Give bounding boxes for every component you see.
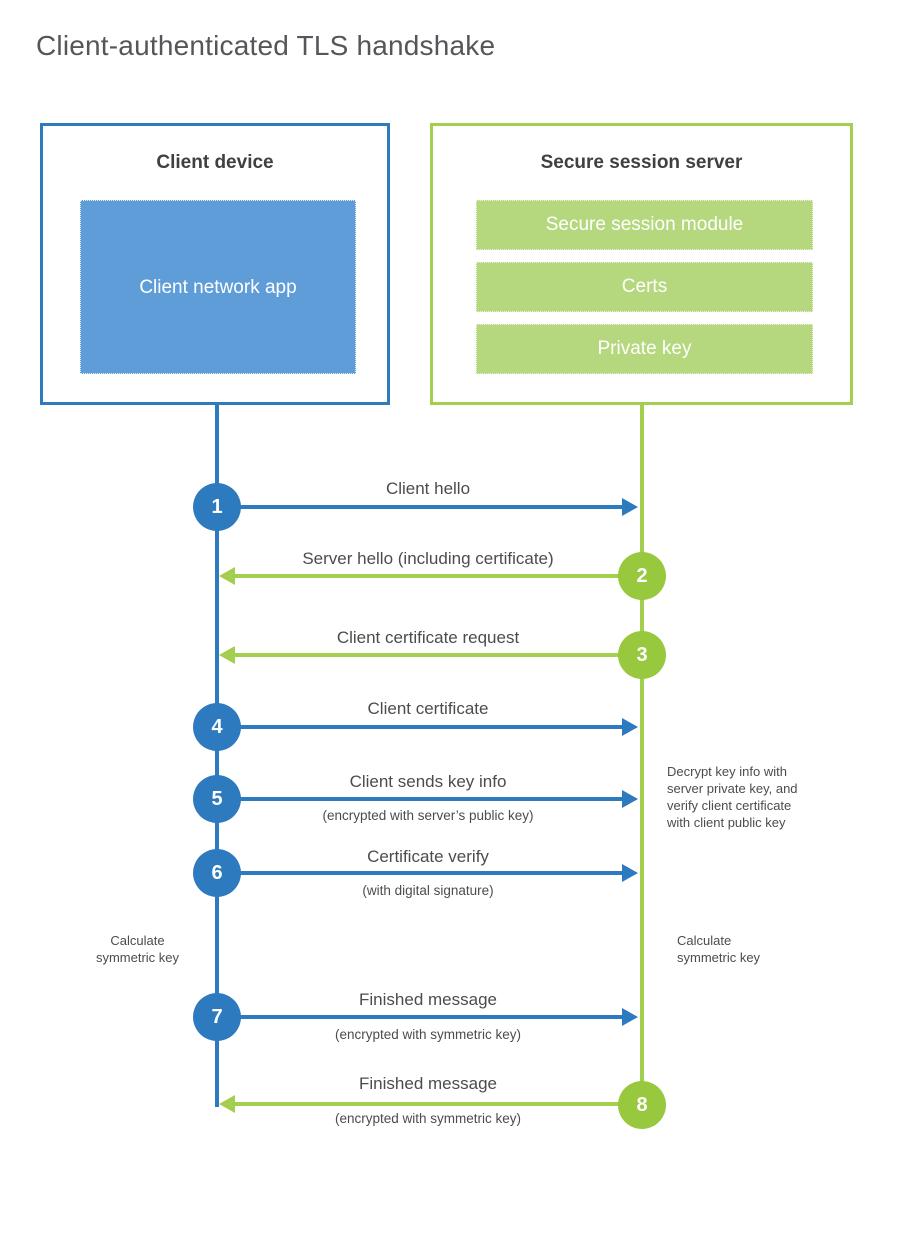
step-8-arrowhead-icon: [219, 1095, 235, 1113]
secure-session-server-title: Secure session server: [540, 152, 743, 173]
step-2-badge: 2: [618, 552, 666, 600]
secure-session-module-label: Secure session module: [545, 214, 744, 235]
step-2-arrow: [232, 574, 642, 578]
certs-label: Certs: [621, 276, 668, 297]
step-3-arrowhead-icon: [219, 646, 235, 664]
step-1-arrow: [217, 505, 624, 509]
step-7-sublabel: (encrypted with symmetric key): [334, 1027, 522, 1042]
step-6-number: 6: [211, 861, 223, 884]
step-8-sublabel: (encrypted with symmetric key): [334, 1111, 522, 1126]
step-4-arrowhead-icon: [622, 718, 638, 736]
page-title: Client-authenticated TLS handshake: [36, 30, 496, 61]
calculate-symmetric-key-right: Calculate symmetric key: [677, 933, 761, 965]
step-3-badge: 3: [618, 631, 666, 679]
step-3-label: Client certificate request: [336, 628, 520, 647]
step-5-sublabel: (encrypted with server’s public key): [322, 808, 534, 823]
step-4-arrow: [217, 725, 624, 729]
step-7-badge: 7: [193, 993, 241, 1041]
client-lifeline: [215, 405, 219, 1107]
step-6-sublabel: (with digital signature): [362, 883, 494, 898]
step-7-number: 7: [211, 1005, 223, 1028]
step-5-label: Client sends key info: [349, 772, 507, 791]
step-5-badge: 5: [193, 775, 241, 823]
step-5-arrowhead-icon: [622, 790, 638, 808]
step-4-label: Client certificate: [367, 699, 489, 718]
step-8-arrow: [232, 1102, 642, 1106]
step-2-label: Server hello (including certificate): [302, 549, 554, 568]
client-network-app-label: Client network app: [139, 276, 297, 298]
client-device-box: Client device Client network app: [40, 123, 390, 405]
step-1-label: Client hello: [385, 479, 471, 498]
step-3-arrow: [232, 653, 642, 657]
client-network-app-box: Client network app: [80, 200, 356, 374]
secure-session-module-bar: Secure session module: [476, 200, 813, 250]
step-1-arrowhead-icon: [622, 498, 638, 516]
step-2-number: 2: [636, 564, 648, 587]
step-6-arrowhead-icon: [622, 864, 638, 882]
private-key-label: Private key: [597, 338, 692, 359]
step-1-number: 1: [211, 495, 223, 518]
private-key-bar: Private key: [476, 324, 813, 374]
step-7-label: Finished message: [359, 990, 497, 1009]
step-4-number: 4: [211, 715, 223, 738]
decrypt-note: Decrypt key info with server private key…: [667, 764, 798, 830]
step-8-number: 8: [636, 1093, 648, 1116]
step-4-badge: 4: [193, 703, 241, 751]
step-5-number: 5: [211, 787, 223, 810]
step-8-label: Finished message: [359, 1074, 497, 1093]
step-8-badge: 8: [618, 1081, 666, 1129]
step-6-arrow: [217, 871, 624, 875]
calculate-symmetric-key-left: Calculate symmetric key: [95, 933, 180, 965]
step-7-arrow: [217, 1015, 624, 1019]
step-7-arrowhead-icon: [622, 1008, 638, 1026]
step-5-arrow: [217, 797, 624, 801]
secure-session-server-box: Secure session server Secure session mod…: [430, 123, 853, 405]
client-device-title: Client device: [156, 152, 274, 173]
server-lifeline: [640, 405, 644, 1105]
step-6-badge: 6: [193, 849, 241, 897]
step-2-arrowhead-icon: [219, 567, 235, 585]
step-1-badge: 1: [193, 483, 241, 531]
step-3-number: 3: [636, 643, 648, 666]
step-6-label: Certificate verify: [367, 847, 489, 866]
certs-bar: Certs: [476, 262, 813, 312]
